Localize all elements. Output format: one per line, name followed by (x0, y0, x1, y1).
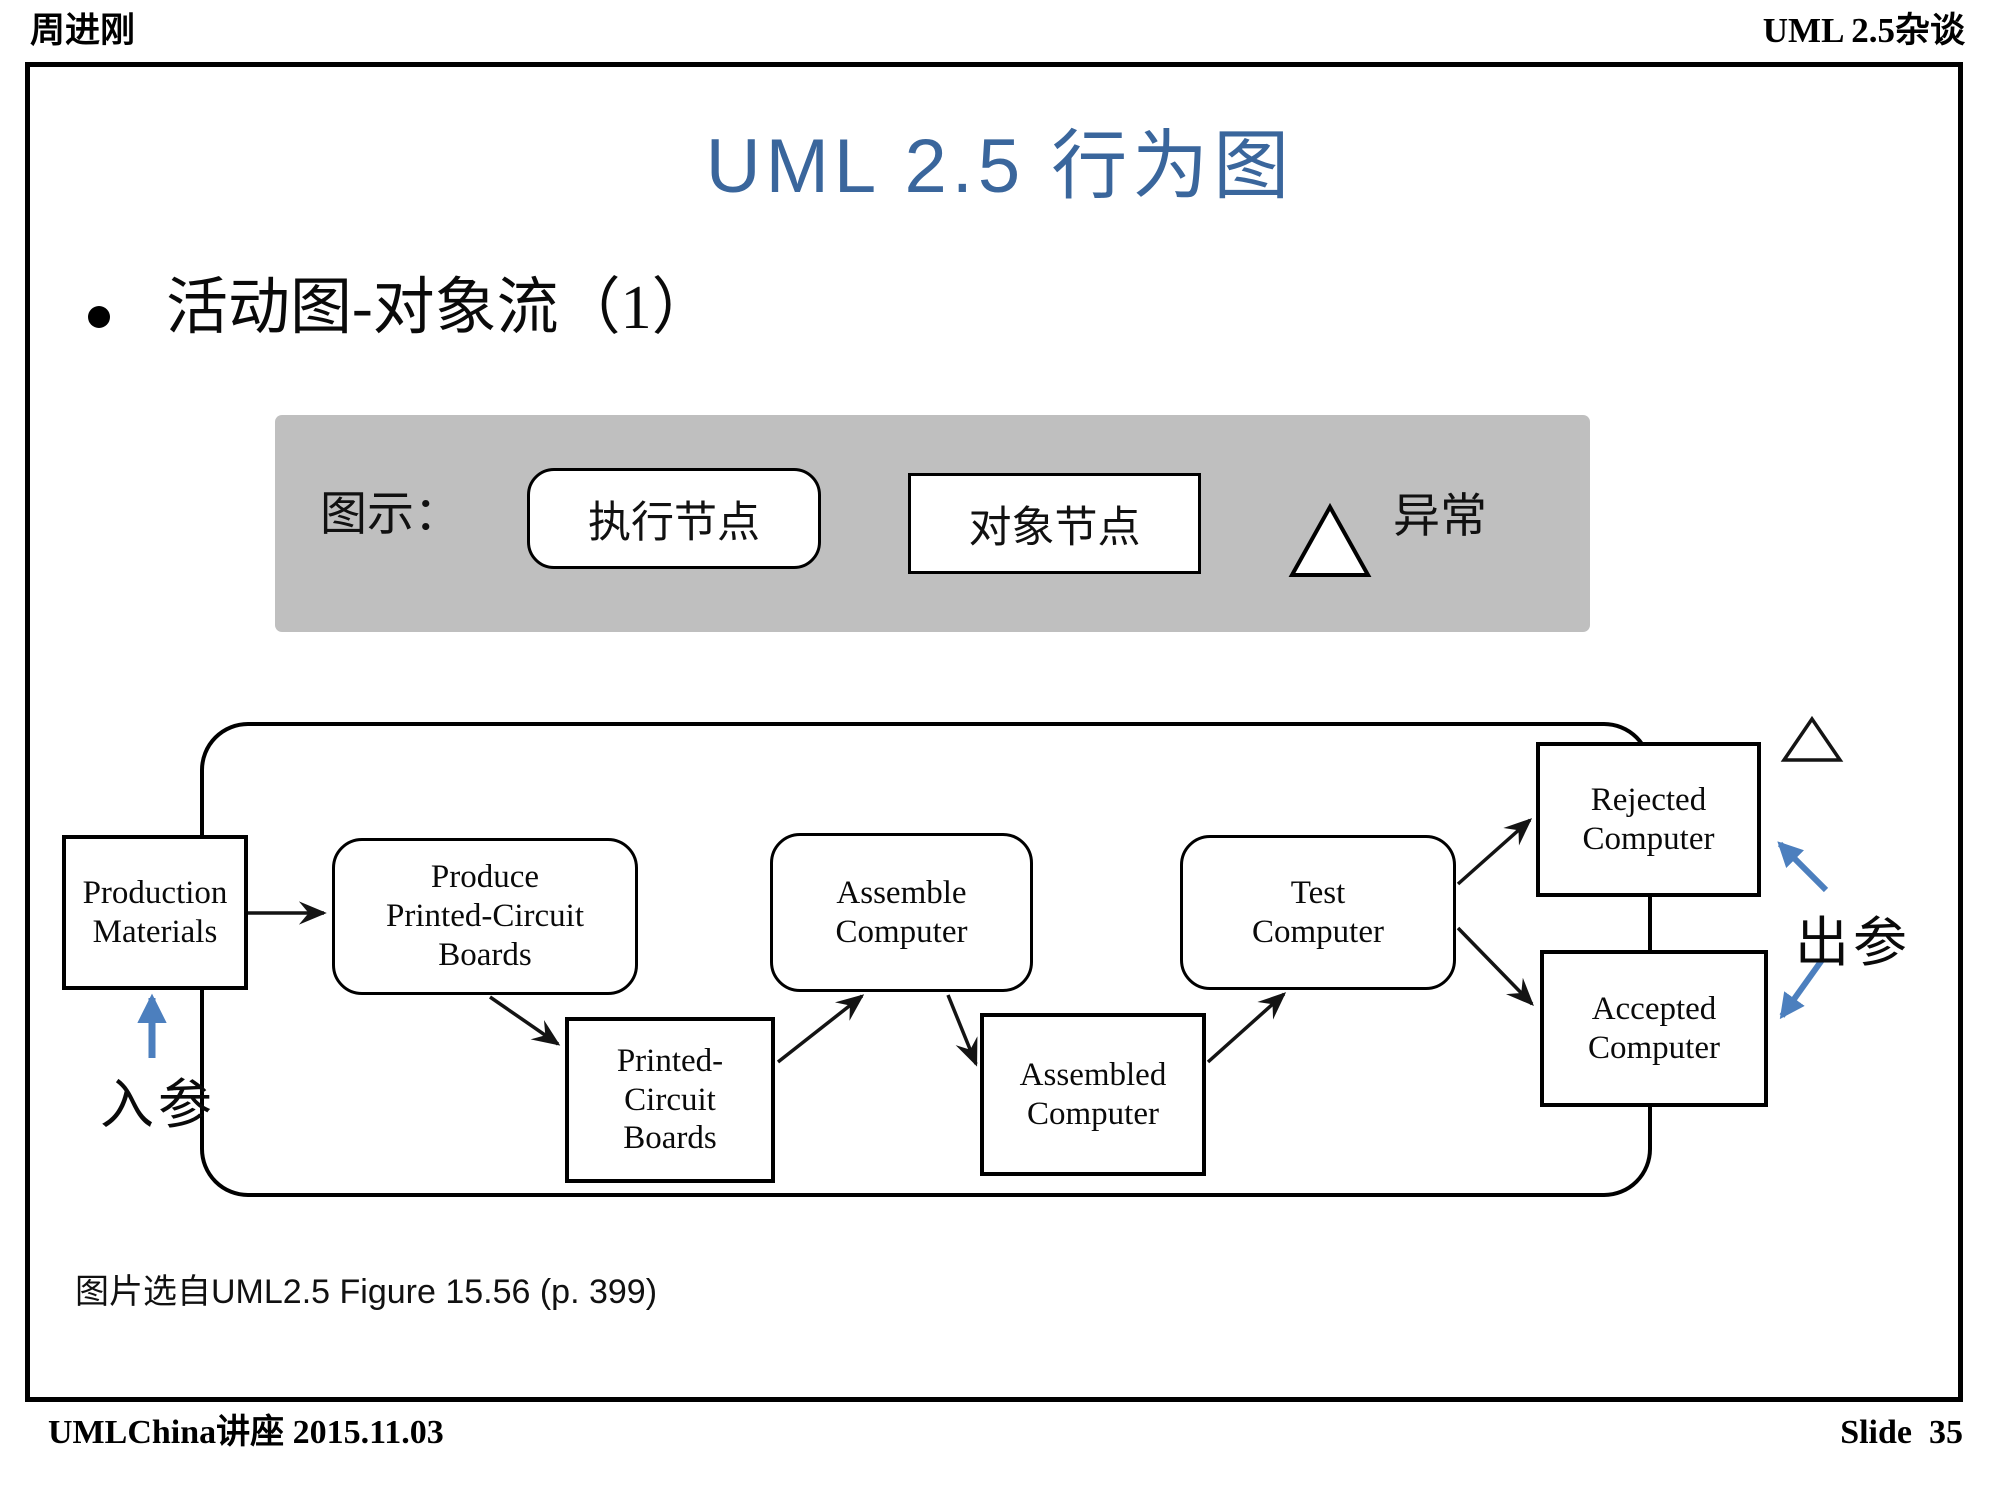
node-production-materials: Production Materials (62, 835, 248, 990)
slide-border (25, 62, 1963, 1402)
footer-lecture-info: UMLChina讲座 2015.11.03 (48, 1414, 444, 1451)
bullet-icon (88, 306, 110, 328)
legend-object-node: 对象节点 (908, 473, 1201, 574)
legend-exception-label: 异常 (1393, 491, 1487, 543)
deck-title: UML 2.5杂谈 (1762, 11, 1965, 50)
node-assemble-computer: Assemble Computer (770, 833, 1033, 992)
figure-caption: 图片选自UML2.5 Figure 15.56 (p. 399) (75, 1273, 658, 1311)
node-produce-printed-circuit-boards: Produce Printed-Circuit Boards (332, 838, 638, 995)
node-test-computer: Test Computer (1180, 835, 1456, 990)
node-printed-circuit-boards: Printed- Circuit Boards (565, 1017, 775, 1183)
legend-execution-node: 执行节点 (527, 468, 821, 569)
author-name: 周进刚 (30, 11, 136, 50)
node-rejected-computer: Rejected Computer (1536, 742, 1761, 897)
footer-slide-number: Slide 35 (1840, 1414, 1963, 1451)
legend-label: 图示： (320, 489, 461, 541)
input-param-label: 入参 (100, 1075, 216, 1135)
slide-title: UML 2.5 行为图 (705, 124, 1295, 209)
exception-triangle-icon (1288, 502, 1372, 577)
legend-panel: 图示： 执行节点 对象节点 异常 (275, 415, 1590, 632)
bullet-text: 活动图-对象流（1） (166, 274, 714, 342)
node-assembled-computer: Assembled Computer (980, 1013, 1206, 1176)
node-accepted-computer: Accepted Computer (1540, 950, 1768, 1107)
output-param-label: 出参 (1795, 913, 1911, 973)
bullet-line: 活动图-对象流（1） (88, 270, 714, 348)
